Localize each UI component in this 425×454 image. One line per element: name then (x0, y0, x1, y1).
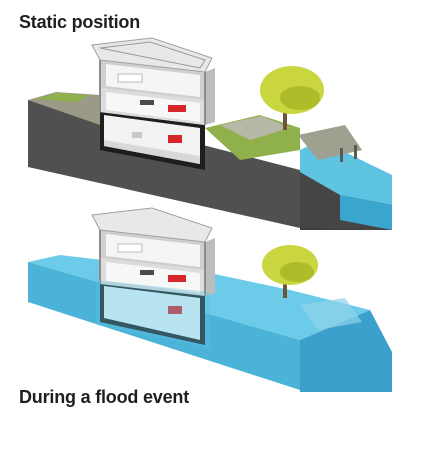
jetty-post (340, 148, 343, 162)
house-side-wall (205, 68, 215, 125)
house-first-floor-inner (106, 64, 200, 97)
tree-canopy-shade (280, 86, 320, 110)
bed (117, 243, 143, 253)
house-side-wall (205, 238, 215, 296)
furniture-sofa (168, 105, 186, 112)
furniture-sofa (168, 275, 186, 282)
bed (117, 73, 143, 83)
river-water-side (340, 195, 392, 230)
flood-water-right (300, 310, 392, 392)
house-roof (91, 207, 213, 243)
jetty-post (354, 145, 357, 159)
lawn-left (34, 93, 88, 102)
flood-water-overlay (96, 280, 210, 348)
basement-floor (104, 140, 200, 164)
static-position-caption: Static position (19, 12, 141, 32)
basement-room-flood (104, 286, 200, 340)
basement-furniture (132, 132, 142, 138)
flood-event-caption: During a flood event (19, 387, 190, 407)
furniture-table (140, 270, 154, 275)
house-ground-floor-inner (106, 262, 200, 293)
furniture-table (140, 100, 154, 105)
tree-canopy-shade (280, 262, 314, 282)
static-position-diagram (28, 37, 392, 230)
house-roof-ribs (99, 41, 206, 69)
house-first-floor-inner (106, 234, 200, 267)
submerged-jetty (300, 298, 362, 330)
house-ground-floor-inner (106, 92, 200, 122)
ground-top-left (28, 92, 100, 125)
basement-furniture (168, 135, 182, 143)
basement-room (104, 115, 200, 164)
ground-block-side (28, 100, 300, 228)
house-roof (91, 37, 213, 73)
jetty (298, 125, 362, 160)
terrace (220, 116, 290, 140)
basement-furniture (168, 306, 182, 314)
